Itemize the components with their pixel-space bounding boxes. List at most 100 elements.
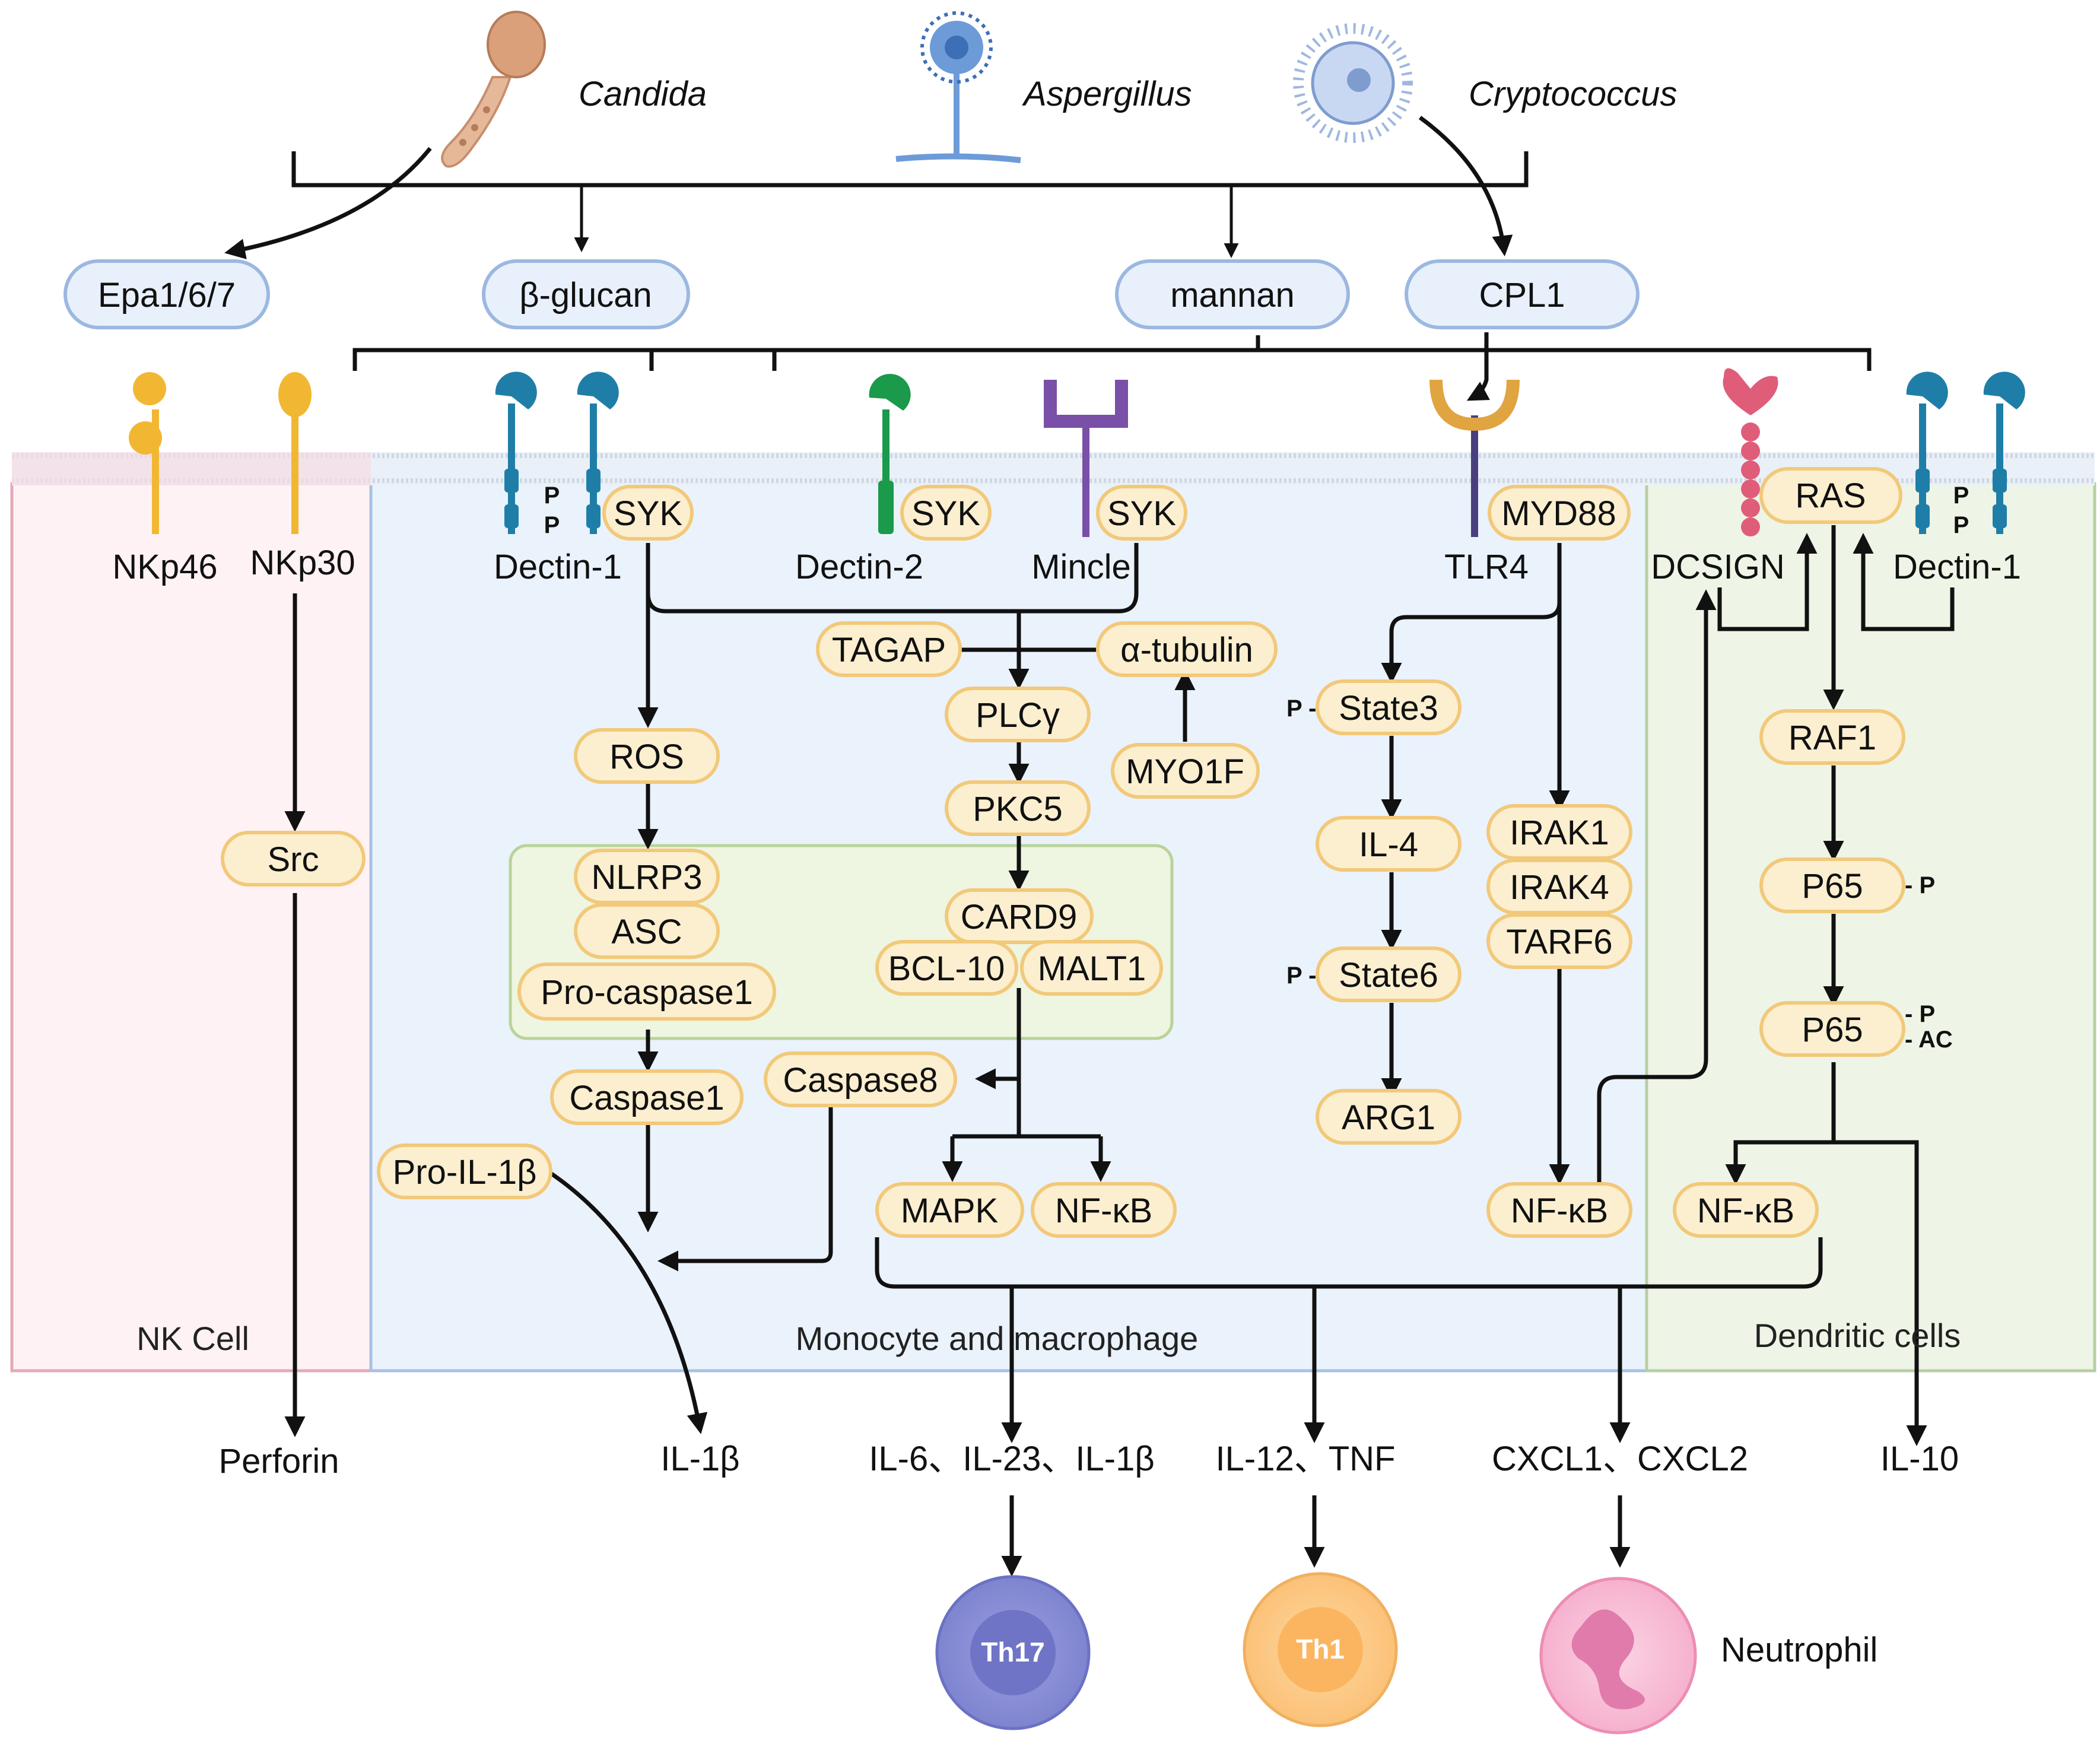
svg-text:PLCγ: PLCγ <box>976 696 1060 735</box>
dectin1-dc-phospho-2: P <box>1953 512 1969 538</box>
svg-text:CPL1: CPL1 <box>1479 276 1565 315</box>
cryptococcus-icon <box>1293 23 1413 143</box>
cell-title-dc: Dendritic cells <box>1754 1317 1961 1354</box>
node-tagap: TAGAP <box>816 621 962 677</box>
node-syk-dectin2: SYK <box>900 485 992 541</box>
ligand-epa: Epa1/6/7 <box>63 259 270 329</box>
svg-text:Src: Src <box>268 840 319 879</box>
node-p65-2: P65 <box>1759 1001 1905 1057</box>
node-alpha-tubulin: α-tubulin <box>1096 621 1278 677</box>
svg-text:NF-κB: NF-κB <box>1697 1192 1794 1230</box>
dectin1-dc-receptor-icon <box>1906 371 2025 534</box>
output-il12-tnf: IL-12、TNF <box>1216 1440 1396 1478</box>
node-pkc5: PKC5 <box>945 780 1091 836</box>
th17-label: Th17 <box>981 1637 1044 1667</box>
output-il6-il23-il1b: IL-6、IL-23、IL-1β <box>869 1440 1154 1478</box>
node-il4: IL-4 <box>1316 816 1462 872</box>
receptor-dcsign: DCSIGN <box>1651 548 1785 586</box>
svg-text:P65: P65 <box>1802 1011 1863 1049</box>
node-plcg: PLCγ <box>945 687 1091 742</box>
receptor-tlr4: TLR4 <box>1444 548 1529 586</box>
svg-text:SYK: SYK <box>911 494 980 533</box>
svg-text:ROS: ROS <box>609 738 684 776</box>
p65-2-acetyl: - AC <box>1905 1027 1953 1053</box>
dcsign-receptor-icon <box>1723 368 1778 536</box>
node-myd88: MYD88 <box>1488 485 1631 541</box>
dectin1-phospho-1: P <box>544 482 560 509</box>
tlr4-receptor-icon <box>1429 379 1520 537</box>
receptor-mincle: Mincle <box>1031 548 1131 586</box>
node-state6: State6 <box>1316 946 1462 1002</box>
ligand-mannan: mannan <box>1115 259 1350 329</box>
node-syk-dectin1: SYK <box>602 485 694 541</box>
node-nfkb-tlr4: NF-κB <box>1486 1182 1632 1238</box>
svg-text:State6: State6 <box>1339 956 1438 995</box>
cell-title-nk: NK Cell <box>136 1320 249 1357</box>
receptor-dectin2: Dectin-2 <box>795 548 923 586</box>
p65-1-phospho: - P <box>1905 872 1935 898</box>
p65-2-phospho: - P <box>1905 1001 1935 1027</box>
svg-text:BCL-10: BCL-10 <box>888 949 1005 988</box>
svg-text:IRAK1: IRAK1 <box>1510 814 1609 852</box>
state6-phospho: P - <box>1286 962 1316 989</box>
cell-title-mono: Monocyte and macrophage <box>796 1320 1199 1357</box>
output-il1b: IL-1β <box>660 1440 739 1478</box>
th1-label: Th1 <box>1296 1634 1345 1664</box>
node-mapk: MAPK <box>875 1182 1024 1238</box>
node-irak1: IRAK1 <box>1486 804 1632 860</box>
receptor-nkp30: NKp30 <box>250 544 355 582</box>
svg-text:SYK: SYK <box>1107 494 1176 533</box>
node-src: Src <box>221 831 366 887</box>
svg-text:SYK: SYK <box>614 494 682 533</box>
node-asc: ASC <box>574 903 720 959</box>
svg-text:CARD9: CARD9 <box>961 898 1078 936</box>
output-perforin: Perforin <box>218 1442 339 1481</box>
node-bcl10: BCL-10 <box>875 940 1018 996</box>
node-ras: RAS <box>1759 467 1902 524</box>
state3-phospho: P - <box>1286 695 1316 722</box>
svg-text:ARG1: ARG1 <box>1342 1098 1435 1137</box>
node-p65-1: P65 <box>1759 857 1905 913</box>
receptor-nkp46: NKp46 <box>112 548 217 586</box>
svg-text:RAS: RAS <box>1795 476 1866 515</box>
node-tarf6: TARF6 <box>1486 913 1632 969</box>
node-pro-il1b: Pro-IL-1β <box>377 1143 552 1199</box>
node-syk-mincle: SYK <box>1096 485 1187 541</box>
svg-text:Pro-caspase1: Pro-caspase1 <box>541 973 753 1012</box>
svg-text:Caspase1: Caspase1 <box>569 1079 724 1117</box>
node-pro-caspase1: Pro-caspase1 <box>517 962 776 1021</box>
ligand-beta-glucan: β-glucan <box>482 259 690 329</box>
th17-cell-icon: Th17 <box>935 1575 1091 1730</box>
dectin2-receptor-icon <box>869 374 911 534</box>
node-raf1: RAF1 <box>1759 709 1905 765</box>
node-nfkb-dc: NF-κB <box>1673 1182 1819 1238</box>
svg-text:MALT1: MALT1 <box>1038 949 1146 988</box>
candida-icon <box>441 11 546 168</box>
svg-text:IRAK4: IRAK4 <box>1510 868 1609 907</box>
mincle-receptor-icon <box>1044 380 1128 537</box>
svg-text:α-tubulin: α-tubulin <box>1120 631 1253 669</box>
svg-text:PKC5: PKC5 <box>973 790 1063 828</box>
svg-text:NF-κB: NF-κB <box>1511 1192 1608 1230</box>
nkp30-receptor-icon <box>278 372 312 534</box>
node-arg1: ARG1 <box>1316 1089 1462 1145</box>
svg-text:ASC: ASC <box>611 913 682 951</box>
neutrophil-cell-icon <box>1539 1577 1697 1735</box>
node-state3: State3 <box>1316 679 1462 735</box>
output-cxcl: CXCL1、CXCL2 <box>1492 1440 1748 1478</box>
pathway-arrows <box>284 525 1955 1577</box>
svg-text:IL-4: IL-4 <box>1359 825 1418 864</box>
nk-cell-region <box>10 482 373 1373</box>
svg-text:Pro-IL-1β: Pro-IL-1β <box>393 1153 537 1192</box>
node-myo1f: MYO1F <box>1111 743 1260 799</box>
nkp46-receptor-icon <box>129 372 166 534</box>
output-il10: IL-10 <box>1880 1440 1959 1478</box>
svg-text:TAGAP: TAGAP <box>832 631 946 669</box>
dectin1-receptor-icon <box>495 371 619 534</box>
neutrophil-label: Neutrophil <box>1721 1631 1877 1669</box>
receptor-dectin1-dc: Dectin-1 <box>1893 548 2021 586</box>
svg-text:β-glucan: β-glucan <box>519 276 652 315</box>
ligand-cpl1: CPL1 <box>1405 259 1640 329</box>
receptor-dectin1: Dectin-1 <box>494 548 622 586</box>
